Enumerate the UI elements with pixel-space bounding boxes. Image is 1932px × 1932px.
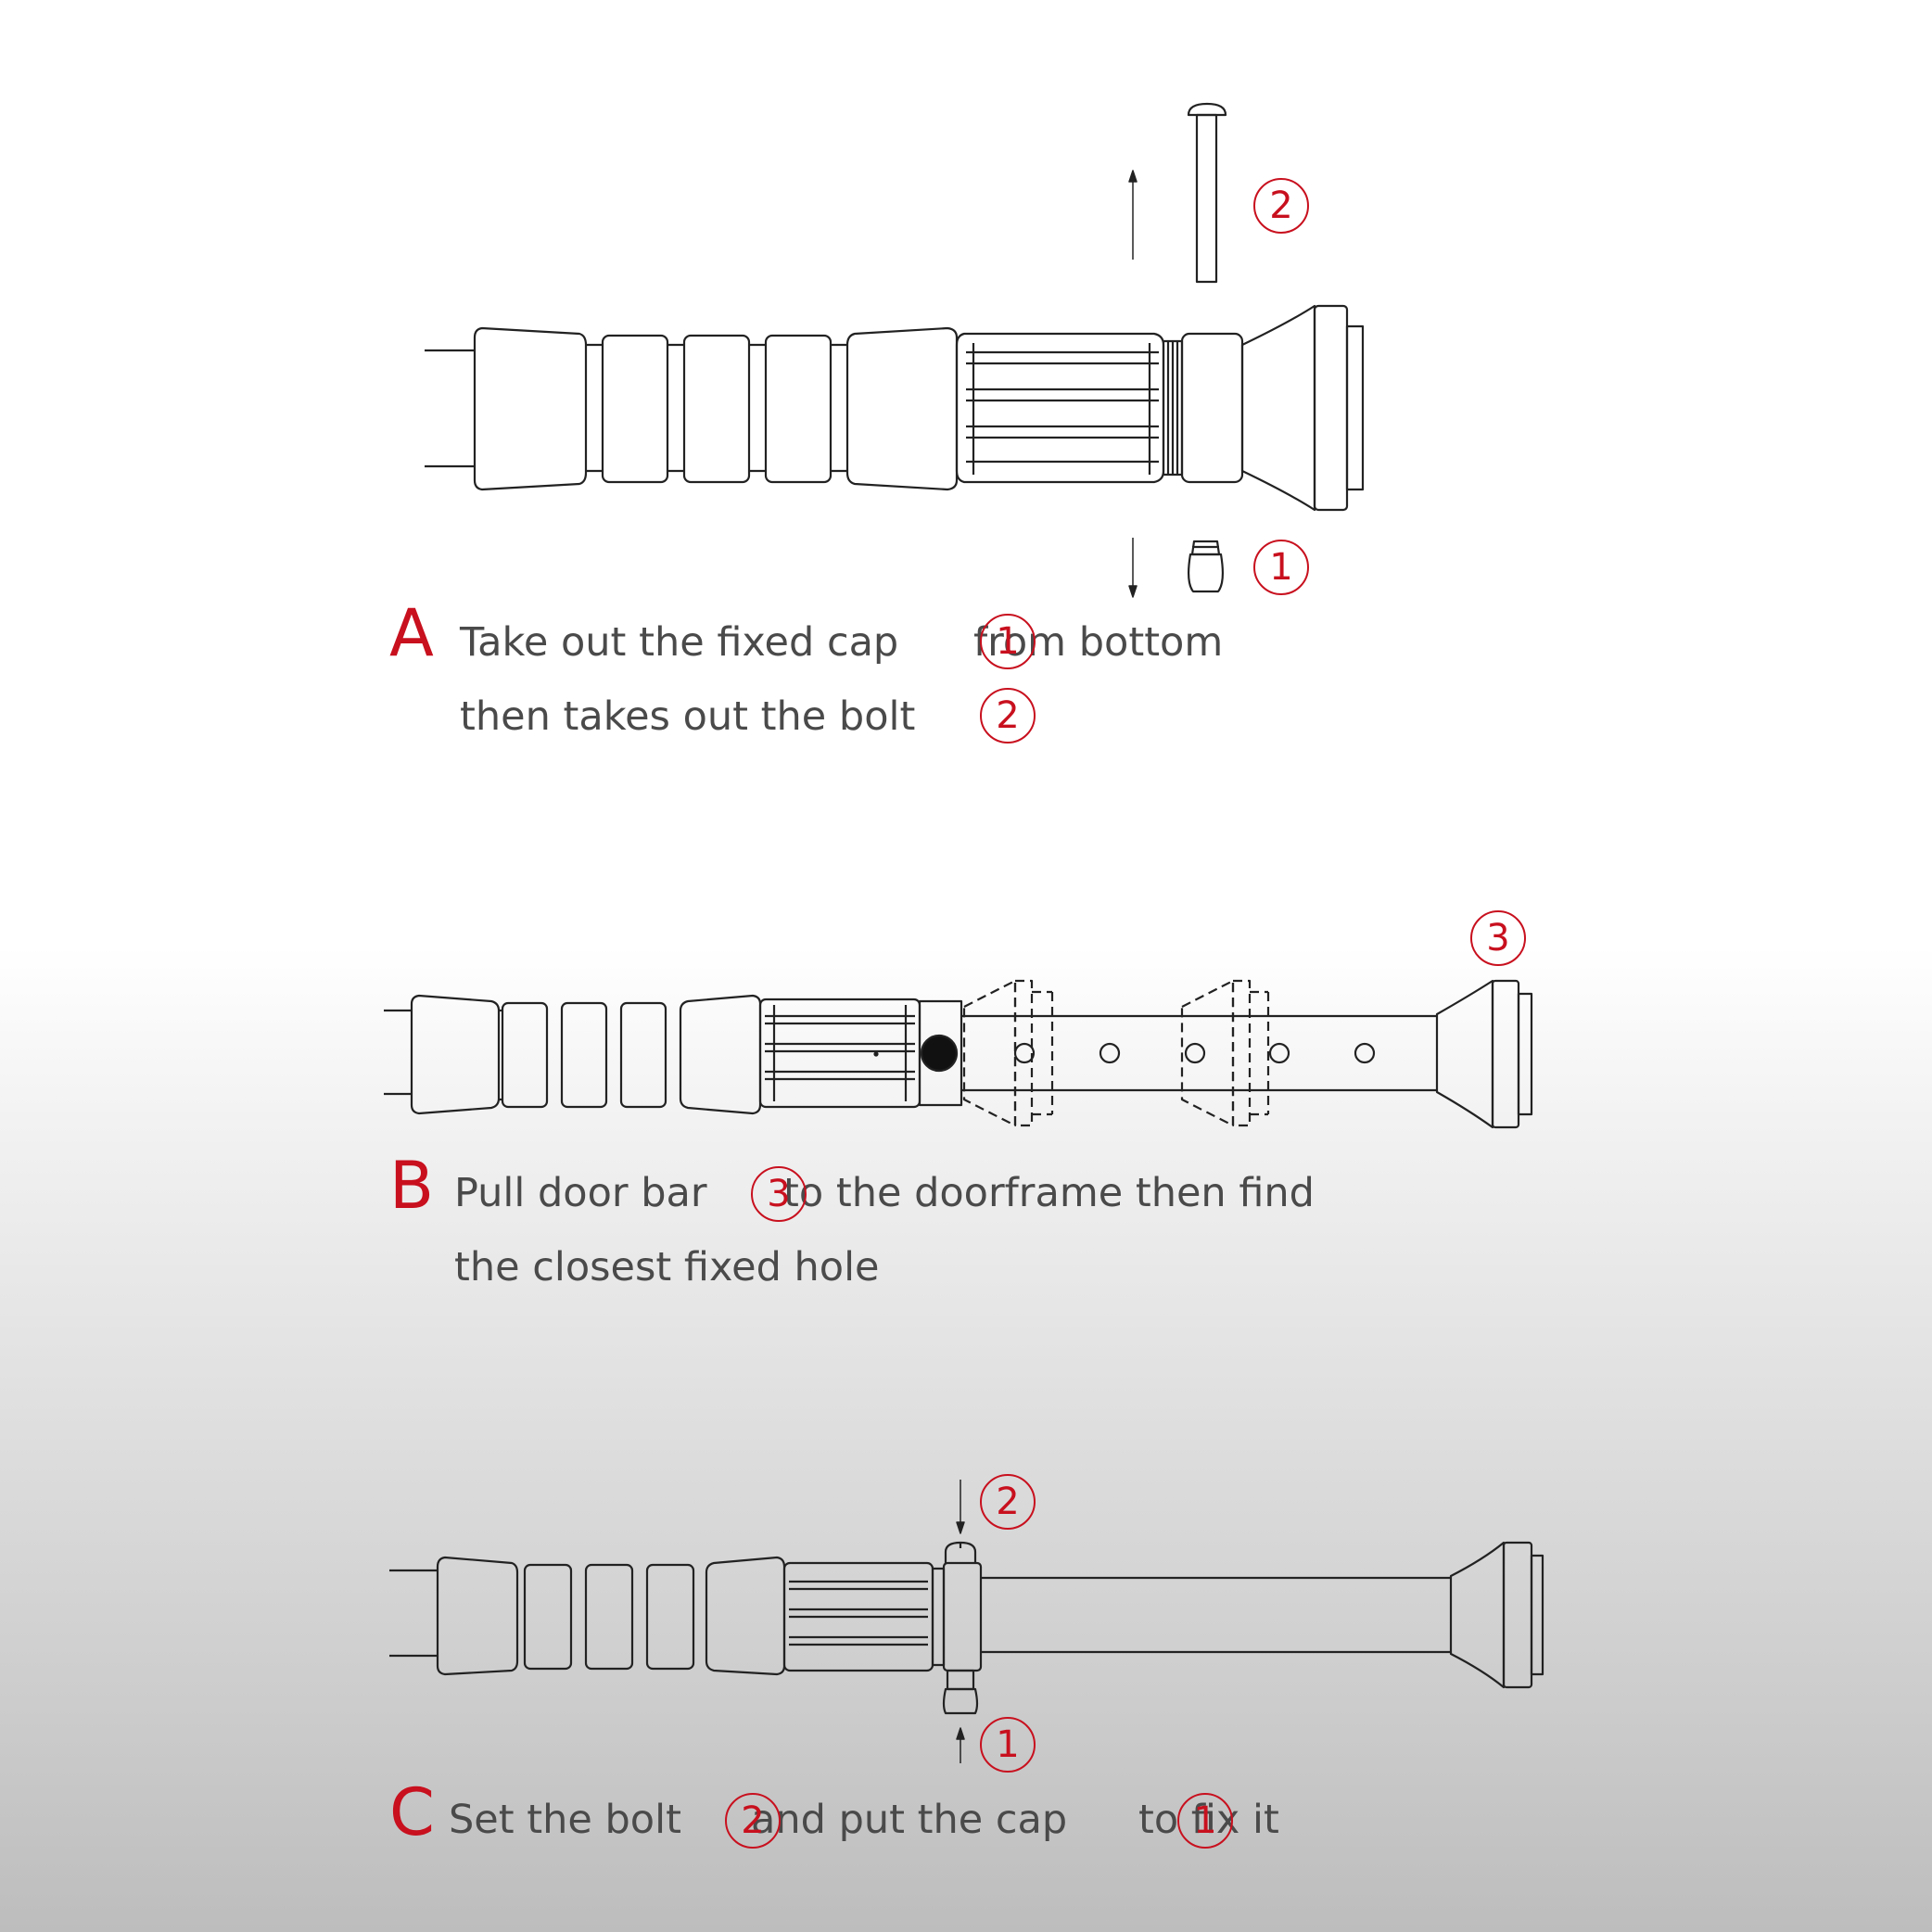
marker-cap-panel-c: 1	[980, 1717, 1036, 1773]
step-b-letter: B	[389, 1148, 435, 1224]
marker-bolt-text-c: 2	[725, 1793, 781, 1849]
marker-bolt-text-a: 2	[980, 688, 1036, 744]
marker-cap-text-c: 1	[1177, 1793, 1233, 1849]
step-c-letter: C	[389, 1774, 435, 1850]
step-a-letter: A	[389, 595, 434, 671]
marker-cap-panel-a: 1	[1253, 540, 1309, 595]
marker-bolt-panel-a: 2	[1253, 178, 1309, 234]
step-b-line-1b: to the doorframe then find	[783, 1170, 1315, 1216]
panel-b-bar	[384, 979, 1533, 1129]
panel-c-arrows	[956, 1480, 965, 1763]
step-c-line-1b: and put the cap	[751, 1797, 1068, 1843]
step-a-line-2: then takes out the bolt	[460, 693, 916, 740]
marker-door-bar-panel-b: 3	[1470, 910, 1526, 966]
panel-a-arrows	[1128, 170, 1138, 598]
marker-bolt-panel-c: 2	[980, 1474, 1036, 1530]
step-b-line-1: Pull door bar	[454, 1170, 707, 1216]
panel-c-bar	[389, 1541, 1544, 1715]
step-c-line-1: Set the bolt	[449, 1797, 681, 1843]
marker-cap-text-a: 1	[980, 614, 1036, 669]
step-b-line-2: the closest fixed hole	[454, 1244, 880, 1290]
marker-door-bar-text-b: 3	[751, 1166, 807, 1222]
step-a-line-1: Take out the fixed cap	[460, 619, 899, 666]
panel-a-bar	[425, 102, 1365, 593]
